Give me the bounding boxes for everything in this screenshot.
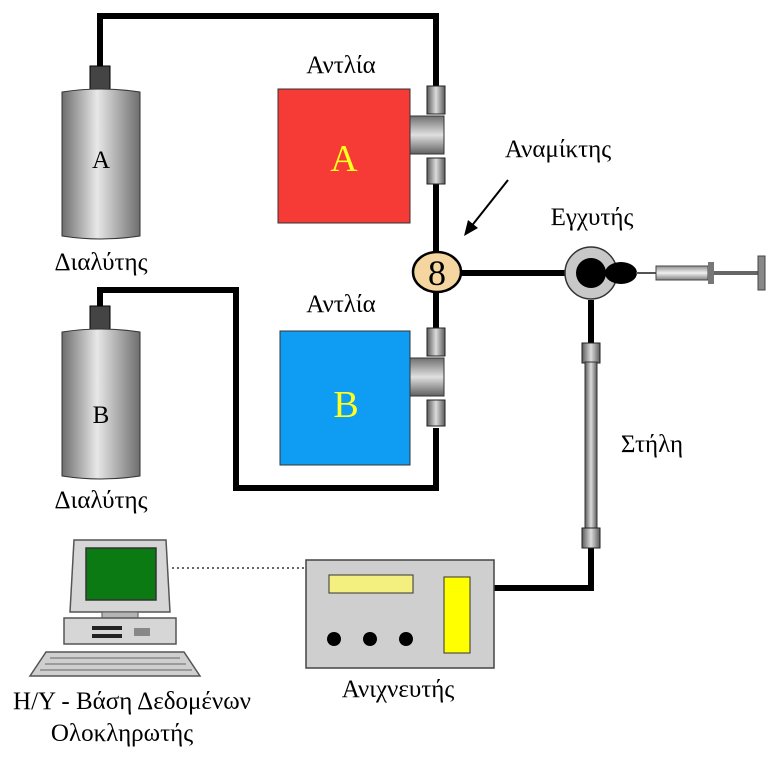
- solvent-a-letter: A: [92, 147, 110, 174]
- detector: Ανιχνευτής: [305, 559, 495, 703]
- detector-knob-3: [399, 632, 413, 646]
- pump-b-letter: B: [333, 384, 358, 426]
- syringe-icon: [636, 255, 766, 291]
- injector-valve-center: [576, 258, 606, 288]
- pump-b-bottom-fitting: [426, 399, 446, 427]
- detector-label: Ανιχνευτής: [342, 676, 455, 703]
- mixer-arrow-line: [469, 179, 509, 229]
- pump-b: Αντλία B: [279, 291, 446, 466]
- tubing: [97, 13, 594, 591]
- column-tube: [584, 361, 598, 531]
- solvent-reservoir-b: B Διαλύτης: [55, 305, 148, 514]
- computer-screen: [85, 547, 157, 601]
- mixer-label: Αναμίκτης: [505, 136, 611, 163]
- pump-a-bottom-fitting: [426, 157, 446, 185]
- solvent-reservoir-a: A Διαλύτης: [55, 65, 148, 276]
- solvent-b-label: Διαλύτης: [55, 487, 148, 514]
- computer: Η/Υ - Βάση Δεδομένων Ολοκληρωτής: [13, 539, 251, 747]
- pump-b-piston-head: [409, 357, 445, 397]
- tube-solvent-b-to-pump-b: [97, 287, 439, 491]
- column-top-fitting: [581, 342, 601, 364]
- pump-a-piston-head: [409, 115, 445, 155]
- pump-a-top-fitting: [426, 85, 446, 115]
- detector-indicator: [443, 576, 471, 654]
- computer-icon: [28, 539, 202, 677]
- mixer-symbol: 8: [428, 253, 446, 293]
- cylinder-b: [61, 328, 141, 480]
- pump-b-title: Αντλία: [306, 291, 376, 318]
- mixer-body: [411, 250, 463, 294]
- injector-port: [605, 262, 637, 284]
- pump-a-body: [277, 88, 411, 224]
- tube-solvent-a-to-pump-a: [97, 13, 439, 88]
- injector-label: Εγχυτής: [551, 204, 634, 231]
- mixer: Αναμίκτης 8: [411, 136, 611, 294]
- pump-b-top-fitting: [426, 327, 446, 357]
- detector-knob-1: [327, 632, 341, 646]
- column-bottom-fitting: [581, 527, 601, 549]
- injector: Εγχυτής: [551, 204, 766, 300]
- detector-knob-2: [363, 632, 377, 646]
- mixer-arrow-head: [464, 220, 478, 236]
- column: Στήλη: [581, 342, 683, 549]
- pump-a: Αντλία A: [277, 52, 446, 224]
- pump-a-letter: A: [330, 138, 358, 180]
- pump-b-body: [279, 330, 411, 466]
- column-label: Στήλη: [621, 431, 683, 458]
- detector-display: [328, 574, 414, 594]
- pump-a-title: Αντλία: [306, 52, 376, 79]
- solvent-a-label: Διαλύτης: [55, 249, 148, 276]
- computer-label-line2: Ολοκληρωτής: [51, 720, 193, 747]
- solvent-b-letter: B: [93, 402, 110, 429]
- cap-a: [89, 65, 111, 93]
- cap-b: [89, 305, 111, 333]
- cylinder-a: [61, 88, 141, 240]
- computer-label-line1: Η/Υ - Βάση Δεδομένων: [13, 688, 251, 715]
- tube-column-to-detector: [494, 545, 594, 591]
